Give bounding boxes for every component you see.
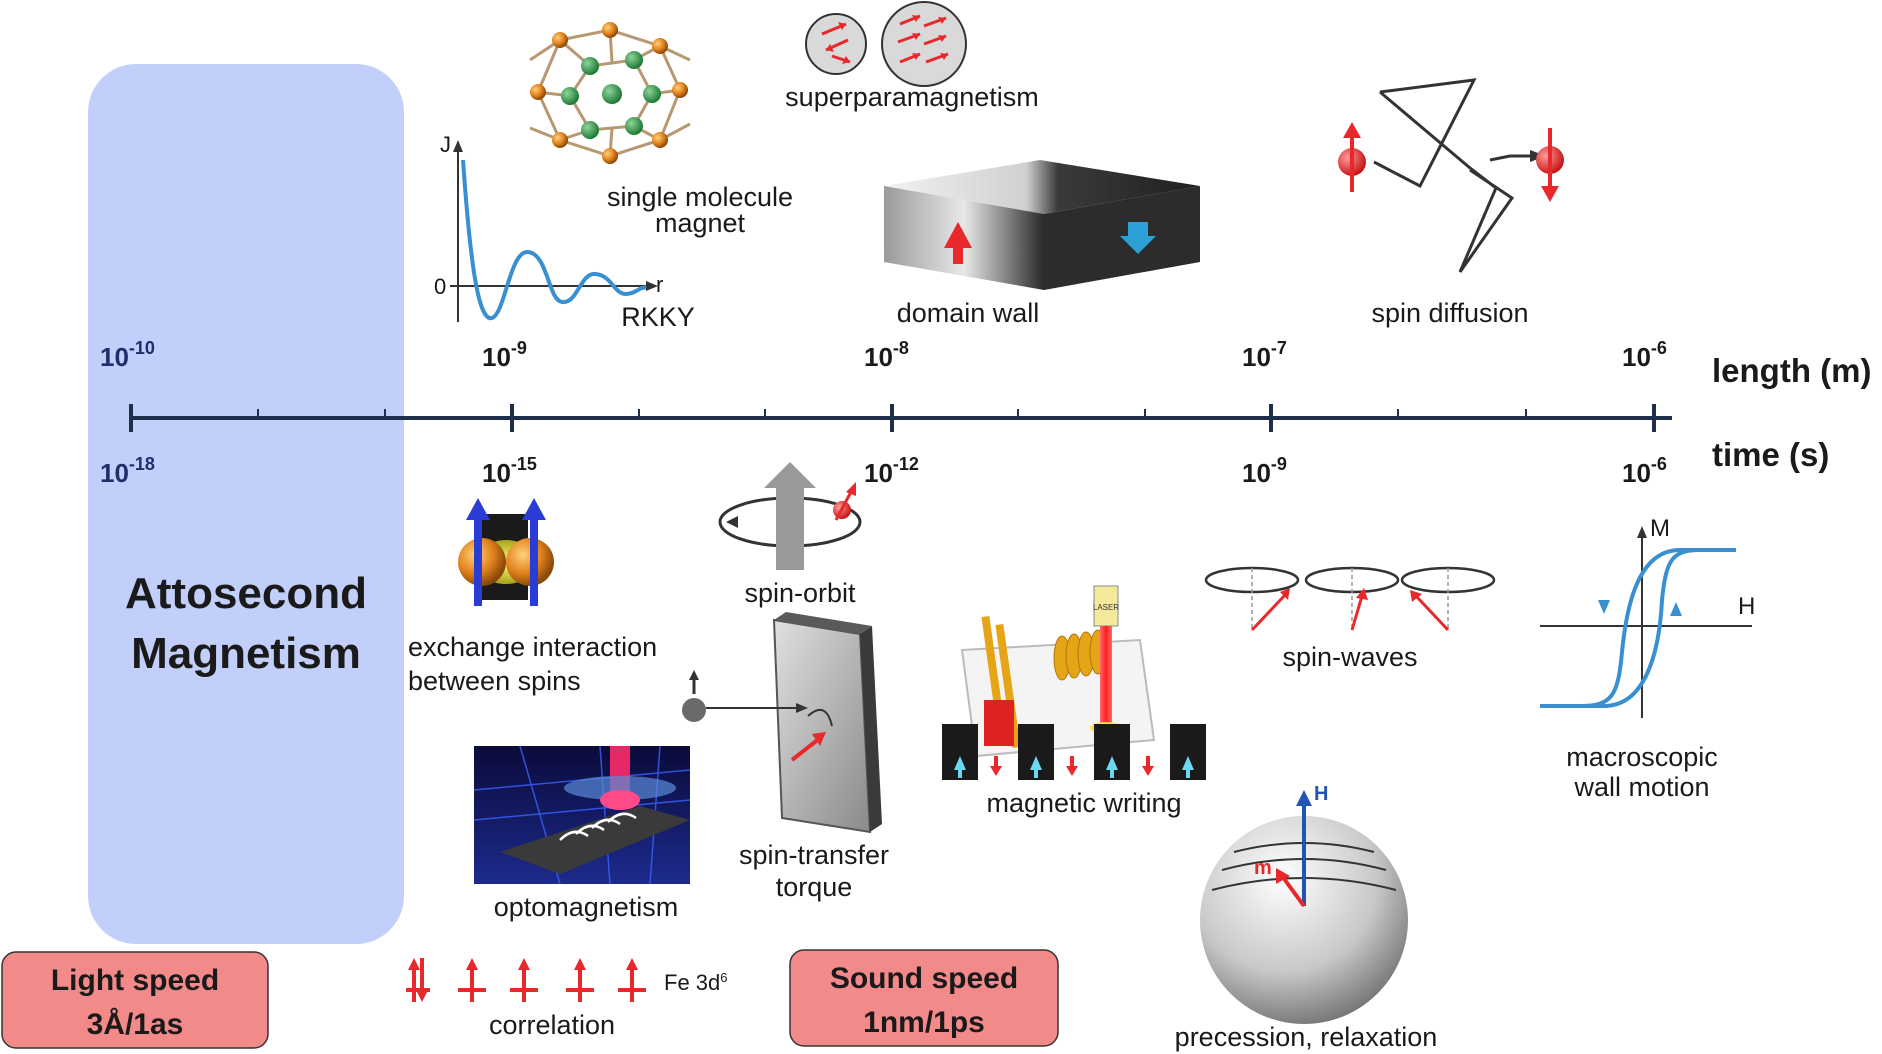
spin-transfer-torque-label-line2: torque <box>776 872 853 902</box>
light-speed-badge: Light speed 3Å/1as <box>1 951 269 1049</box>
sound-speed-line2: 1nm/1ps <box>863 1006 985 1039</box>
exchange-interaction-icon <box>458 498 554 606</box>
precession-label: precession, relaxation <box>1175 1022 1438 1052</box>
spin-diffusion-label: spin diffusion <box>1371 298 1528 328</box>
hysteresis-curve-upper <box>1540 548 1736 708</box>
wall-motion-label-line2: wall motion <box>1573 772 1709 802</box>
fe-3d6-label: Fe 3d6 <box>664 970 728 995</box>
length-tick-label: 10-6 <box>1622 338 1667 372</box>
spin-orbit-label: spin-orbit <box>744 578 856 608</box>
magnetic-bits <box>942 724 1206 780</box>
spin-orbit-icon <box>718 462 862 570</box>
magnetic-writing-label: magnetic writing <box>986 788 1181 818</box>
single-molecule-magnet-label-line1: single molecule <box>607 182 793 212</box>
attosecond-panel <box>88 64 404 944</box>
time-tick-label: 10-15 <box>482 454 537 488</box>
time-tick-label: 10-6 <box>1622 454 1667 488</box>
hysteresis-loop-icon: M H <box>1540 515 1755 718</box>
rkky-label: RKKY <box>621 302 695 332</box>
length-tick-label: 10-10 <box>100 338 155 372</box>
rkky-j-label: J <box>440 132 451 157</box>
length-tick-label: 10-7 <box>1242 338 1287 372</box>
precession-m-label: m <box>1254 857 1272 879</box>
spin-diffusion-icon <box>1338 78 1564 273</box>
rkky-curve <box>461 159 647 321</box>
exchange-interaction-label-line1: exchange interaction <box>408 632 657 662</box>
optomagnetism-label: optomagnetism <box>494 892 679 922</box>
length-axis-title: length (m) <box>1712 352 1871 389</box>
spin-transfer-torque-icon <box>682 612 882 834</box>
superparamagnetism-label: superparamagnetism <box>785 82 1039 112</box>
spin-down-ball <box>1536 128 1564 202</box>
sound-speed-badge: Sound speed 1nm/1ps <box>789 949 1059 1047</box>
precession-h-label: H <box>1314 783 1328 805</box>
light-speed-line2: 3Å/1as <box>87 1008 184 1041</box>
hysteresis-h-label: H <box>1738 593 1755 620</box>
precession-sphere-icon: H m <box>1200 783 1408 1024</box>
hysteresis-curve-lower <box>1540 548 1736 708</box>
length-tick-label: 10-8 <box>864 338 909 372</box>
optomagnetism-icon <box>473 745 691 885</box>
length-tick-label: 10-9 <box>482 338 527 372</box>
single-molecule-magnet-label-line2: magnet <box>655 208 746 238</box>
exchange-interaction-label-line2: between spins <box>408 666 581 696</box>
scale-axis <box>129 404 1672 432</box>
superparamagnetism-icon <box>805 1 967 87</box>
rkky-r-label: r <box>656 272 663 297</box>
time-axis-title: time (s) <box>1712 436 1829 473</box>
rkky-zero-label: 0 <box>434 274 446 299</box>
spin-transfer-torque-label-line1: spin-transfer <box>739 840 889 870</box>
wall-motion-label-line1: macroscopic <box>1566 742 1718 772</box>
sound-speed-line1: Sound speed <box>830 962 1018 995</box>
spin-up-ball <box>1338 122 1366 192</box>
domain-wall-label: domain wall <box>897 298 1040 328</box>
hysteresis-m-label: M <box>1650 515 1670 542</box>
magnetic-writing-icon: LASER <box>942 585 1206 780</box>
laser-label: LASER <box>1093 603 1119 612</box>
time-tick-label: 10-18 <box>100 454 155 488</box>
time-tick-label: 10-12 <box>864 454 919 488</box>
spin-waves-icon <box>1204 566 1496 632</box>
attosecond-title-line1: Attosecond <box>125 569 367 618</box>
domain-wall-icon <box>884 160 1200 290</box>
spin-waves-label: spin-waves <box>1282 642 1417 672</box>
rkky-plot: J 0 r <box>434 132 663 322</box>
light-speed-line1: Light speed <box>51 964 219 997</box>
single-molecule-magnet-icon <box>529 22 691 164</box>
attosecond-title-line2: Magnetism <box>131 629 361 678</box>
correlation-label: correlation <box>489 1010 615 1040</box>
correlation-icon <box>406 958 646 1002</box>
time-tick-label: 10-9 <box>1242 454 1287 488</box>
